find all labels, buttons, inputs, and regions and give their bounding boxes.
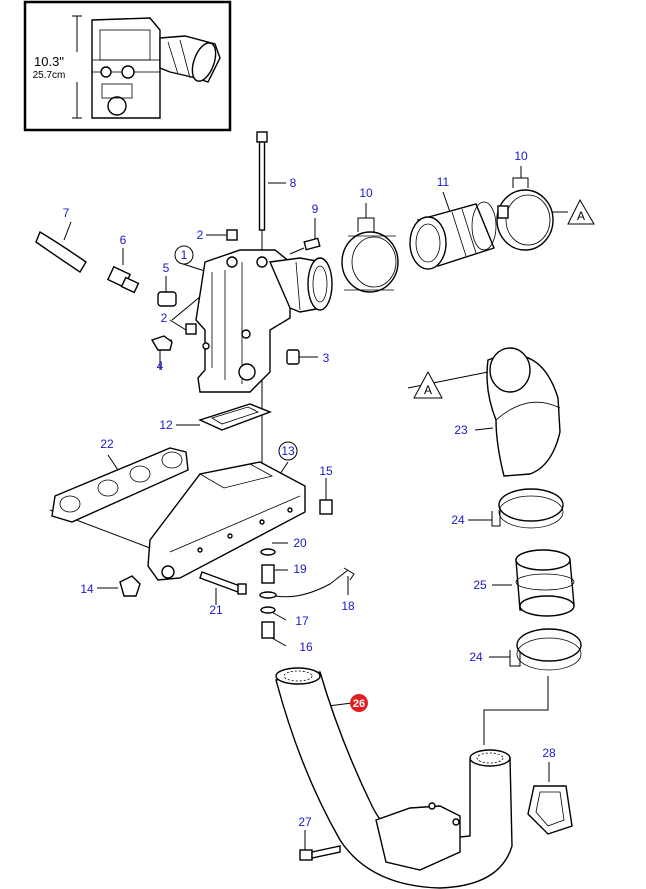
part-24-clamp-bottom: [516, 628, 582, 671]
callout-12: 12: [159, 418, 173, 432]
callout-14: 14: [80, 582, 94, 596]
part-9-sensor: [289, 237, 321, 255]
parts-16-20-drain-stack: [259, 548, 355, 639]
callout-24-bottom: 24: [469, 650, 483, 664]
callout-24-top: 24: [451, 513, 465, 527]
svg-text:A: A: [424, 383, 432, 397]
callout-21: 21: [209, 603, 223, 617]
callout-28: 28: [542, 746, 556, 760]
callout-27: 27: [298, 815, 312, 829]
callout-3: 3: [323, 351, 330, 365]
callout-2-top: 2: [197, 228, 204, 242]
callout-22: 22: [100, 437, 114, 451]
callout-4: 4: [157, 359, 164, 373]
callout-5: 5: [163, 261, 170, 275]
callout-9: 9: [312, 202, 319, 216]
part-1-riser: [195, 249, 333, 393]
callout-26: 26: [353, 698, 365, 710]
callout-17: 17: [295, 614, 309, 628]
callout-23: 23: [454, 423, 468, 437]
svg-text:A: A: [577, 209, 585, 223]
part-8-long-bolt: [256, 131, 268, 231]
callout-10-right: 10: [514, 149, 528, 163]
callout-13-circle: [278, 441, 298, 461]
part-2-plugs: [185, 229, 238, 335]
callout-26-highlight: [350, 694, 368, 712]
callout-1-circle: [174, 245, 194, 265]
part-11-bellows: [409, 201, 497, 270]
part-24-clamp-top: [498, 488, 564, 529]
inset-dimension-inches: 10.3": [34, 54, 64, 69]
part-15-plug: [319, 499, 333, 515]
part-12-gasket: [198, 403, 272, 431]
part-13-manifold: [147, 461, 306, 581]
part-10-clamp-right: [496, 189, 554, 251]
callout-16: 16: [299, 640, 313, 654]
part-25-coupling: [515, 549, 575, 617]
callout-8: 8: [290, 176, 297, 190]
part-3-nut: [286, 349, 300, 365]
part-26-exhaust-pipe: [275, 667, 513, 889]
callout-6: 6: [120, 233, 127, 247]
callout-15: 15: [319, 464, 333, 478]
part-14-fitting: [119, 575, 141, 597]
part-27-bolt: [299, 845, 341, 861]
callout-25: 25: [473, 578, 487, 592]
callout-labels: 1 2 2 3 4 5 6 7 8 9 10 10 11 12 13 14 15…: [63, 149, 556, 829]
part-10-clamp-left: [341, 231, 399, 293]
part-7-hose: [35, 230, 87, 273]
part-23-elbow: [486, 347, 561, 477]
callout-2-bottom: 2: [161, 311, 168, 325]
part-22-manifold-gasket: [51, 447, 189, 523]
callout-13: 13: [281, 444, 295, 458]
callout-1: 1: [181, 248, 188, 262]
part-5-plug: [157, 291, 177, 307]
part-21-bolt: [199, 571, 247, 595]
callout-11: 11: [437, 175, 450, 189]
marker-a-bottom: A: [413, 370, 443, 399]
marker-a-top: A: [567, 198, 595, 225]
part-4-fitting: [150, 335, 173, 351]
inset-view: 10.3" 25.7cm: [23, 0, 232, 132]
part-28-gasket: [527, 785, 573, 835]
callout-7: 7: [63, 206, 70, 220]
callout-10-left: 10: [359, 186, 373, 200]
callout-18: 18: [341, 599, 355, 613]
callout-19: 19: [293, 562, 307, 576]
part-6-sensor: [106, 265, 140, 294]
inset-dimension-cm: 25.7cm: [33, 70, 66, 81]
callout-20: 20: [293, 536, 307, 550]
